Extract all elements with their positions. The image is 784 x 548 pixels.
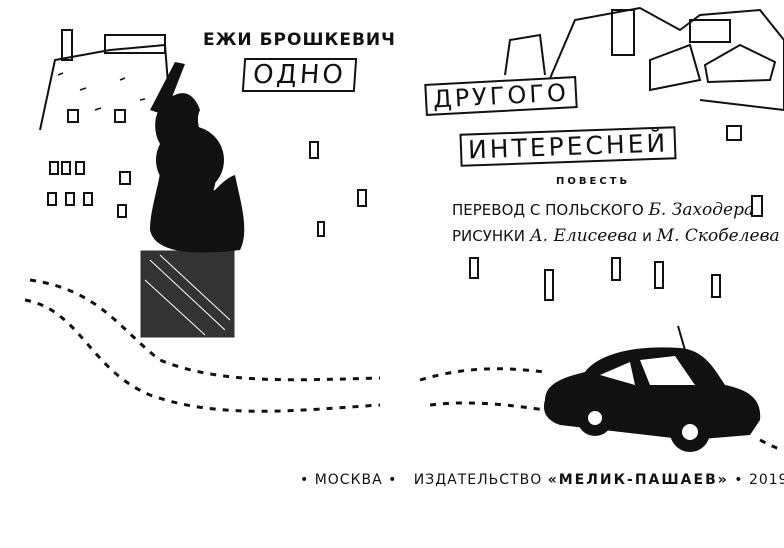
illustration-credit: РИСУНКИ А. Елисеева и М. Скобелева <box>452 226 780 246</box>
title-word-1: ОДНО <box>241 58 357 92</box>
illustrations-label: РИСУНКИ <box>452 227 526 245</box>
author-name: ЕЖИ БРОШКЕВИЧ <box>203 30 396 50</box>
left-buildings <box>39 29 171 131</box>
year: • 2019 • <box>734 472 784 488</box>
publisher-name: «МЕЛИК-ПАШАЕВ» <box>547 472 729 488</box>
road-lines <box>24 278 784 452</box>
translator-name: Б. Заходера <box>648 200 755 220</box>
windows <box>47 109 763 301</box>
illustrator-2: М. Скобелева <box>656 226 780 246</box>
right-buildings <box>504 6 784 112</box>
illustrator-1: А. Елисеева <box>529 226 638 246</box>
imprint: • МОСКВА • ИЗДАТЕЛЬСТВО «МЕЛИК-ПАШАЕВ» •… <box>300 472 784 488</box>
mermaid-statue <box>139 62 245 339</box>
city: • МОСКВА • <box>300 472 398 488</box>
translation-credit: ПЕРЕВОД С ПОЛЬСКОГО Б. Заходера <box>452 200 754 220</box>
translation-label: ПЕРЕВОД С ПОЛЬСКОГО <box>452 201 644 219</box>
publisher-label: ИЗДАТЕЛЬСТВО <box>413 472 543 488</box>
conjunction: и <box>642 227 652 245</box>
genre-label: ПОВЕСТЬ <box>556 176 631 187</box>
car <box>543 325 761 452</box>
